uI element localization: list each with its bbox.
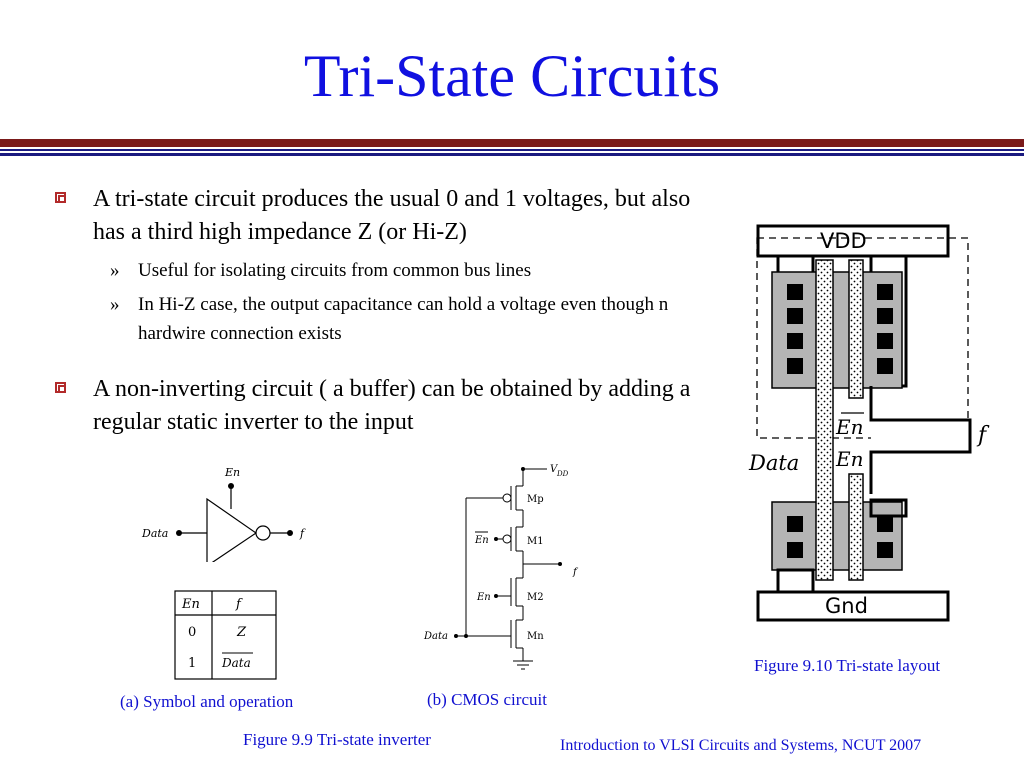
cmos-mp-label: Mp xyxy=(527,494,544,505)
bullet-1-text: A tri-state circuit produces the usual 0… xyxy=(93,186,691,245)
table-cell-en-0: 0 xyxy=(188,625,196,640)
caption-figure-9-10: Figure 9.10 Tri-state layout xyxy=(754,656,941,675)
footer-text: Introduction to VLSI Circuits and System… xyxy=(560,737,922,754)
subbullet-1: » Useful for isolating circuits from com… xyxy=(110,256,710,285)
table-cell-f-1: Data xyxy=(221,656,251,670)
tristate-layout-diagram: VDD f Data En En Gnd xyxy=(748,224,990,622)
truth-table: En f 0 Z 1 Data xyxy=(174,590,277,680)
symbol-en-label: En xyxy=(224,466,240,479)
subbullet-2: » In Hi-Z case, the output capacitance c… xyxy=(110,290,710,348)
layout-data-label: Data xyxy=(748,451,799,475)
caption-cmos: (b) CMOS circuit xyxy=(427,690,547,709)
layout-vdd-label: VDD xyxy=(820,229,867,253)
title-rule-navy-2 xyxy=(0,153,1024,156)
cmos-mn-label: Mn xyxy=(527,631,544,642)
buffer-triangle-icon xyxy=(206,497,258,562)
bullet-2-text: A non-inverting circuit ( a buffer) can … xyxy=(93,376,691,435)
data-poly-gate xyxy=(815,259,834,581)
table-header-en: En xyxy=(181,597,200,612)
slide-title: Tri-State Circuits xyxy=(303,43,721,109)
cmos-m2-label: M2 xyxy=(527,592,544,603)
cmos-en-label: En xyxy=(476,592,491,603)
table-header-f: f xyxy=(235,597,243,612)
caption-symbol: (a) Symbol and operation xyxy=(120,692,294,711)
subbullet-1-text: Useful for isolating circuits from commo… xyxy=(138,260,532,281)
square-bullet-icon xyxy=(55,382,66,393)
cmos-data-label: Data xyxy=(423,631,448,642)
chevron-marker-icon: » xyxy=(110,294,120,315)
en-poly-gate xyxy=(848,473,864,581)
nmos-diffusion xyxy=(771,501,903,571)
en-bar-poly-gate xyxy=(848,259,864,399)
table-cell-f-0: Z xyxy=(236,625,247,640)
m1-gate-bubble-icon xyxy=(502,534,512,544)
nwell-outline xyxy=(756,237,969,439)
inversion-bubble-icon xyxy=(255,525,271,541)
cmos-circuit-diagram: V DD Mp En M1 f En M2 Mn Data xyxy=(423,464,579,670)
subbullet-2-text: In Hi-Z case, the output capacitance can… xyxy=(138,294,669,344)
symbol-f-label: f xyxy=(299,527,306,540)
tristate-symbol-diagram: En Data f xyxy=(141,466,306,562)
caption-figure-9-9: Figure 9.9 Tri-state inverter xyxy=(243,730,431,749)
cmos-m1-label: M1 xyxy=(527,536,544,547)
bullet-1: A tri-state circuit produces the usual 0… xyxy=(55,183,695,249)
title-rule-navy-1 xyxy=(0,149,1024,151)
layout-en-label: En xyxy=(835,447,863,471)
bullet-2: A non-inverting circuit ( a buffer) can … xyxy=(55,373,695,439)
vdd-rail xyxy=(756,224,950,258)
square-bullet-icon xyxy=(55,192,66,203)
title-rule-red xyxy=(0,139,1024,147)
cmos-en-bar-label: En xyxy=(474,535,489,546)
chevron-marker-icon: » xyxy=(110,260,120,281)
layout-gnd-label: Gnd xyxy=(825,594,868,618)
gnd-rail xyxy=(756,590,950,622)
table-cell-en-1: 1 xyxy=(188,656,196,671)
mp-gate-bubble-icon xyxy=(502,493,512,503)
cmos-vdd-sub: DD xyxy=(556,470,569,478)
cmos-vdd-label: V xyxy=(550,464,559,475)
layout-en-bar-label: En xyxy=(835,415,863,439)
cmos-f-label: f xyxy=(572,567,579,578)
layout-f-label: f xyxy=(976,423,990,448)
symbol-data-label: Data xyxy=(141,527,168,540)
